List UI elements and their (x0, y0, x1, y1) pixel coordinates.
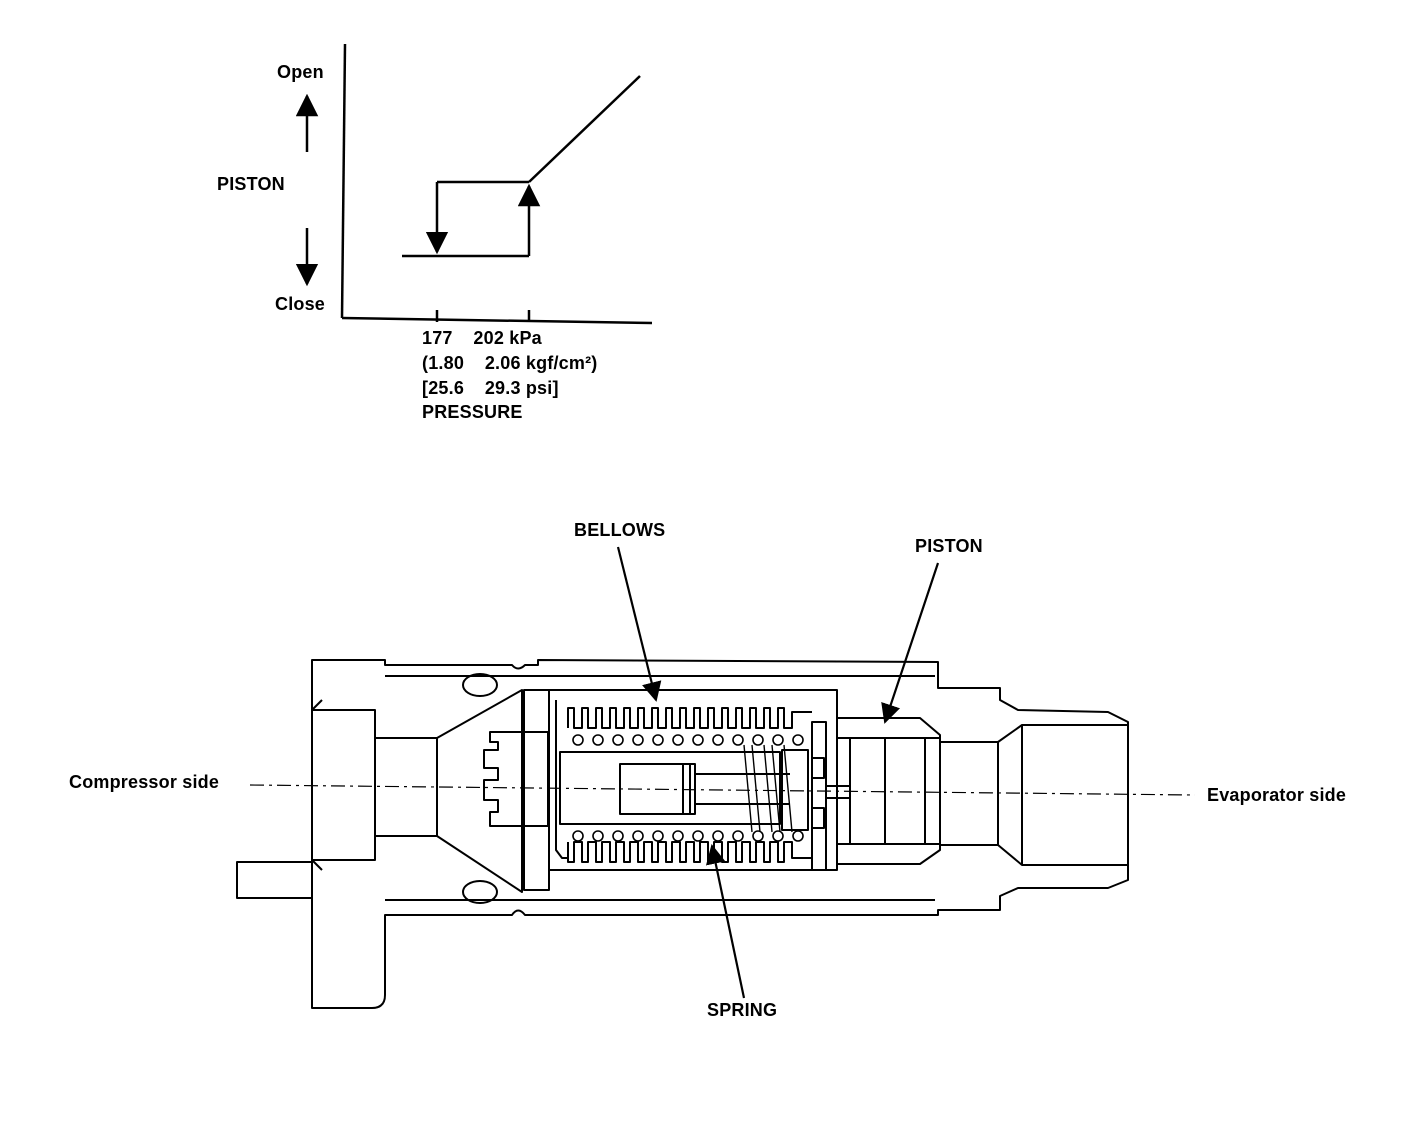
piston-rod (619, 763, 691, 815)
o-ring-bottom (462, 880, 498, 904)
y-open-label: Open (277, 62, 324, 82)
stopper (483, 731, 549, 827)
spring-coils-top (572, 734, 804, 746)
x-axis-title: PRESSURE (422, 402, 523, 422)
graph-y-axis (340, 43, 347, 319)
spring-strands (743, 744, 793, 833)
inlet-cone (375, 689, 523, 893)
o-ring-top (462, 673, 498, 697)
bellows-leader (616, 546, 662, 702)
spring-leader (705, 844, 746, 999)
bellows-bottom (567, 841, 812, 863)
outlet-neck (940, 724, 1128, 743)
y-title-label: PISTON (217, 174, 285, 194)
compressor-side-label: Compressor side (69, 772, 220, 792)
bellows-label: BELLOWS (574, 520, 666, 540)
inner-housing (312, 709, 376, 861)
spring-retainer (781, 749, 809, 831)
evaporator-side-label: Evaporator side (1207, 785, 1347, 805)
outlet-neck-bottom (940, 844, 1128, 866)
spring-label: SPRING (707, 1000, 778, 1020)
valve-sleeve (559, 751, 781, 825)
piston-body (836, 717, 941, 865)
outer-housing (311, 659, 1129, 1009)
x-pressure-psi: [25.6 29.3 psi] (422, 378, 559, 398)
disc-slot-1 (811, 757, 825, 779)
inlet-stub (236, 861, 313, 899)
spring-coils-bottom (572, 830, 804, 842)
x-pressure-kgf: (1.80 2.06 kgf/cm²) (422, 353, 598, 373)
pressure-graph (295, 43, 653, 325)
disc-slot-2 (811, 807, 825, 829)
valve-assembly (236, 659, 1196, 1009)
bellows-top (567, 707, 812, 729)
housing-step-top (311, 699, 323, 711)
leader-lines (616, 546, 940, 999)
y-close-label: Close (275, 294, 326, 314)
opening-slope (528, 75, 641, 183)
piston-label: PISTON (915, 536, 983, 556)
x-pressure-kpa: 177 202 kPa (422, 328, 542, 348)
chamber-liner (555, 700, 568, 859)
center-line (249, 784, 1196, 796)
valve-disc (811, 721, 827, 871)
housing-step-bottom (311, 859, 323, 871)
graph-x-axis (341, 316, 653, 325)
piston-rod-head (682, 763, 696, 815)
seal-ring (523, 689, 550, 891)
piston-leader (881, 562, 940, 724)
